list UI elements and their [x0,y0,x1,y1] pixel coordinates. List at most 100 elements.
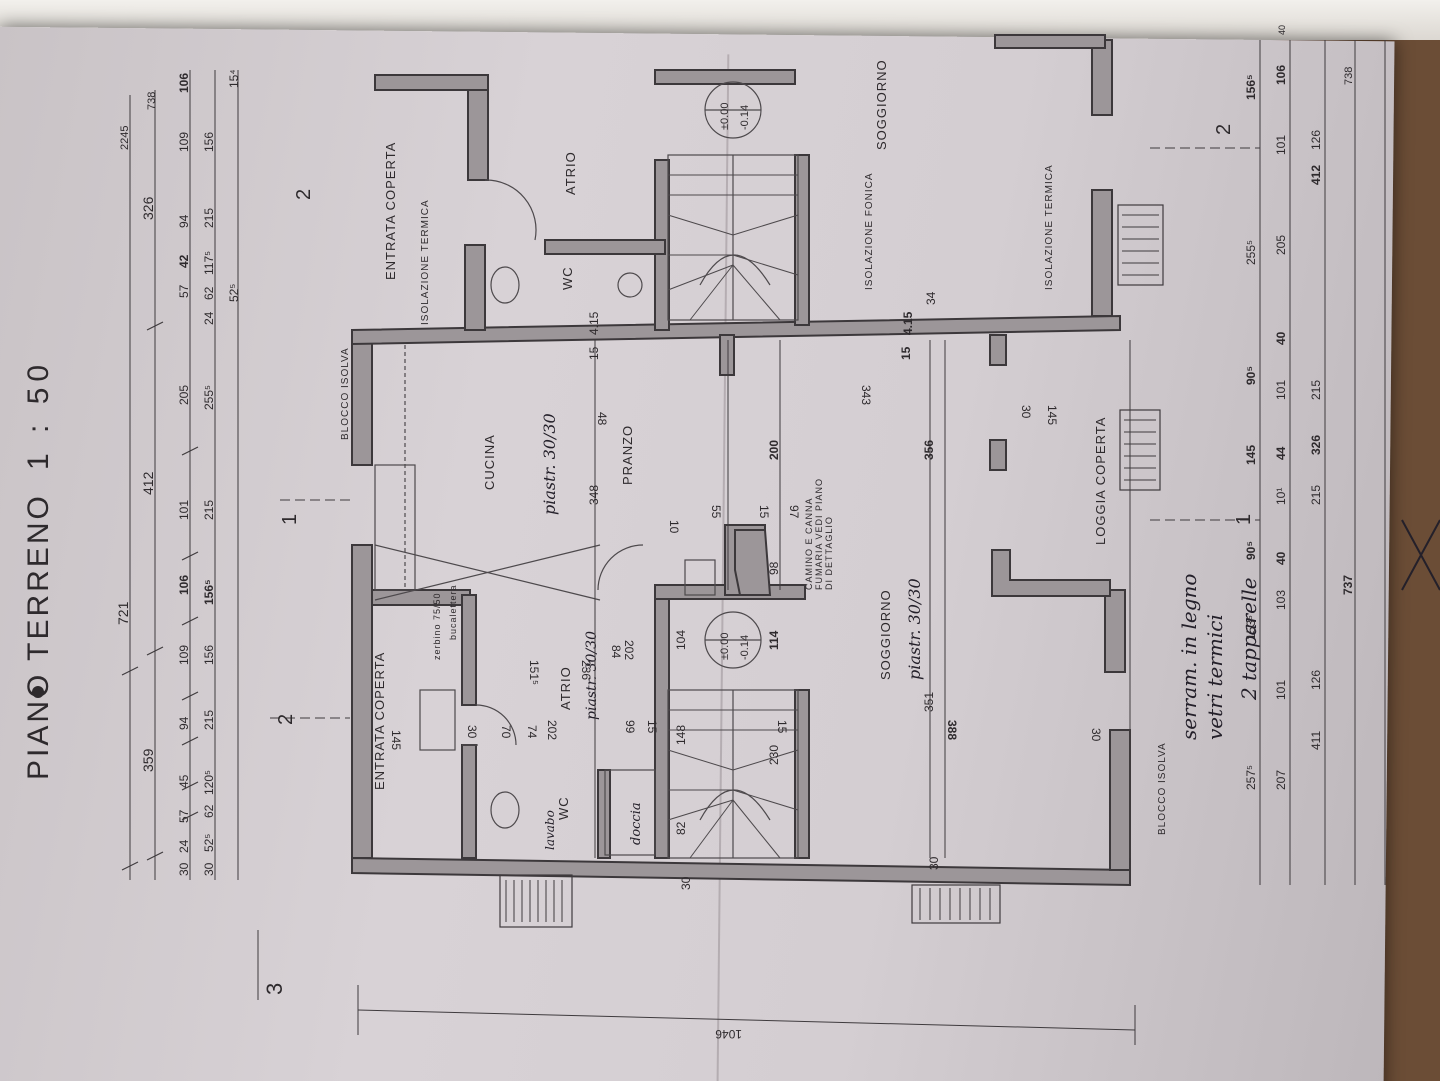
toilet-icon [490,791,520,829]
svg-text:326: 326 [1309,435,1323,455]
svg-text:145: 145 [1244,445,1258,465]
svg-text:215: 215 [202,710,216,730]
svg-text:FUMARIA VEDI PIANO: FUMARIA VEDI PIANO [814,478,824,590]
svg-text:205: 205 [1274,235,1288,255]
svg-text:156: 156 [202,645,216,665]
svg-text:236: 236 [579,660,593,680]
exterior-grates [499,204,1164,928]
stair-right [667,154,799,321]
washbasin-icon [617,272,643,298]
svg-text:215: 215 [1309,485,1323,505]
fireplace-icon [734,529,772,596]
svg-text:348: 348 [587,485,601,505]
svg-text:343: 343 [859,385,873,405]
top-row4-labels: 30 52⁵ 62 120⁵ 215 156 156⁵ 215 255⁵ 52⁵… [202,69,241,876]
svg-text:326: 326 [140,196,156,220]
svg-text:101: 101 [1274,680,1288,700]
svg-text:721: 721 [115,601,131,625]
label-blocco-isolva-top: BLOCCO ISOLVA [340,347,351,440]
svg-text:24: 24 [177,839,191,853]
svg-text:30: 30 [202,862,216,876]
svg-text:738: 738 [1343,67,1355,85]
handwritten-x-mark [1401,519,1440,591]
svg-text:90⁵: 90⁵ [1244,366,1258,385]
svg-text:84: 84 [609,645,623,659]
svg-text:44: 44 [1274,446,1288,460]
svg-text:34: 34 [924,291,938,305]
svg-text:30: 30 [465,725,479,739]
label-blocco-isolva-bottom: BLOCCO ISOLVA [1157,742,1168,835]
label-piastr-atrio: piastr. 30/30 [584,631,600,720]
label-entrata-coperta-left: ENTRATA COPERTA [372,652,387,790]
top-dimension-chains [121,70,239,880]
svg-text:30: 30 [927,856,941,870]
section-marker-2-left: 2 [270,714,350,725]
svg-text:15: 15 [899,346,913,360]
section-marker-2-right: 2 [1150,124,1260,149]
svg-text:48: 48 [595,412,609,426]
svg-text:±0.00: ±0.00 [719,633,731,660]
svg-text:10¹: 10¹ [1274,488,1288,505]
svg-text:40: 40 [1274,551,1288,565]
svg-text:30: 30 [1089,728,1103,742]
section-marker-3: 3 [257,930,287,1000]
note-line-2: vetri termici [1203,614,1227,740]
svg-text:98: 98 [767,561,781,575]
svg-text:24: 24 [202,311,216,325]
svg-text:153⁵: 153⁵ [1244,615,1258,640]
label-doccia: doccia [629,802,644,845]
svg-text:151⁵: 151⁵ [527,660,541,685]
label-soggiorno-right: SOGGIORNO [874,59,889,150]
svg-text:1: 1 [279,514,301,525]
bottom-row2-labels: 207 101 103 40 10¹ 44 101 40 205 101 106… [1274,25,1288,790]
bottom-dimension-chains [1259,40,1386,885]
label-isolazione-fonica: ISOLAZIONE FONICA [864,172,875,290]
label-soggiorno-left: SOGGIORNO [878,589,893,680]
svg-text:30: 30 [1019,405,1033,419]
label-piastr-cucina: piastr. 30/30 [540,413,559,515]
fixtures [419,266,772,856]
bottom-row1-labels: 257⁵ 153⁵ 90⁵ 145 90⁵ 255⁵ 156⁵ [1244,74,1258,790]
svg-text:207: 207 [1274,770,1288,790]
svg-text:70: 70 [499,725,513,739]
label-isolazione-termica-1: ISOLAZIONE TERMICA [420,199,431,325]
chimney-flue-icon [684,559,716,596]
svg-text:52⁵: 52⁵ [227,284,241,302]
svg-text:255⁵: 255⁵ [202,385,216,410]
svg-text:42: 42 [177,254,191,268]
svg-text:359: 359 [140,748,156,772]
svg-text:106: 106 [1274,65,1288,85]
label-loggia-coperta: LOGGIA COPERTA [1093,417,1108,545]
svg-text:101: 101 [1274,135,1288,155]
svg-text:94: 94 [177,716,191,730]
svg-text:45: 45 [177,774,191,788]
svg-text:2245: 2245 [119,126,131,150]
svg-text:3: 3 [262,983,287,995]
svg-text:215: 215 [1309,380,1323,400]
svg-text:202: 202 [622,640,636,660]
svg-text:101: 101 [1274,380,1288,400]
label-isolazione-termica-2: ISOLAZIONE TERMICA [1044,164,1055,290]
label-cucina: CUCINA [482,434,497,490]
svg-text:57: 57 [177,809,191,823]
svg-text:2: 2 [293,189,315,200]
svg-text:145: 145 [389,730,403,750]
top-row3-labels: 30 24 57 45 94 109 106 101 205 24 57 42 … [177,73,216,876]
toilet-icon-right [490,266,520,304]
svg-text:106: 106 [177,575,191,595]
title-dot [32,686,44,698]
label-atrio-left: ATRIO [558,666,573,710]
svg-text:DI DETTAGLIO: DI DETTAGLIO [824,516,834,590]
svg-text:412: 412 [140,471,156,495]
svg-text:156⁵: 156⁵ [202,579,216,605]
label-zerbino: zerbino 75/50 [432,592,442,660]
svg-text:4.15: 4.15 [901,311,915,335]
svg-text:255⁵: 255⁵ [1244,240,1258,265]
svg-text:15⁴: 15⁴ [227,69,241,88]
svg-text:15: 15 [757,505,771,519]
handwritten-labels: lavabo doccia piastr. 30/30 piastr. 30/3… [540,413,1440,850]
plan-title: PIANO TERRENO [22,493,55,780]
svg-text:74: 74 [525,725,539,739]
svg-text:1046: 1046 [715,1027,742,1041]
